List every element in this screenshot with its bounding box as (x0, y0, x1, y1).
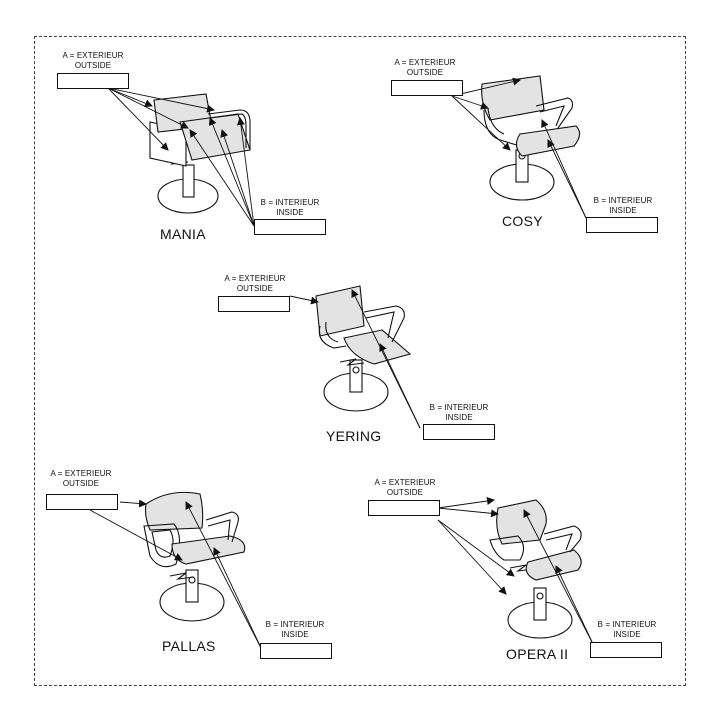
pallas-outside-field[interactable] (46, 494, 118, 510)
chair-name-cosy: COSY (502, 213, 543, 229)
chair-name-yering: YERING (326, 428, 382, 444)
chair-pallas-leaders (89, 499, 263, 651)
opera-ii-outside-label: A = EXTERIEUR (374, 478, 436, 487)
chair-mania-drawing (149, 93, 251, 214)
opera-ii-outside-field[interactable] (368, 500, 440, 516)
cosy-outside-sublabel: OUTSIDE (406, 68, 444, 77)
cosy-inside-sublabel: INSIDE (609, 206, 637, 215)
yering-outside-sublabel: OUTSIDE (236, 284, 274, 293)
yering-outside-label: A = EXTERIEUR (224, 274, 286, 283)
pallas-outside-label: A = EXTERIEUR (50, 469, 112, 478)
mania-inside-label: B = INTERIEUR (260, 198, 320, 207)
yering-inside-label: B = INTERIEUR (429, 403, 489, 412)
chair-opera-ii-leaders (437, 497, 595, 647)
cosy-outside-field[interactable] (391, 80, 463, 96)
mania-outside-sublabel: OUTSIDE (74, 61, 112, 70)
mania-inside-field[interactable] (254, 219, 326, 235)
opera-ii-outside-sublabel: OUTSIDE (386, 488, 424, 497)
chair-name-mania: MANIA (160, 226, 206, 242)
chair-cosy-drawing (481, 75, 581, 201)
chair-yering-leaders (289, 289, 421, 429)
chair-name-opera-ii: OPERA II (506, 646, 569, 662)
opera-ii-inside-sublabel: INSIDE (613, 630, 641, 639)
pallas-inside-sublabel: INSIDE (281, 630, 309, 639)
chair-opera-ii-drawing (489, 499, 582, 639)
diagram-frame (34, 36, 686, 686)
opera-ii-inside-label: B = INTERIEUR (597, 620, 657, 629)
mania-outside-field[interactable] (57, 73, 129, 89)
yering-inside-field[interactable] (423, 424, 495, 440)
pallas-inside-label: B = INTERIEUR (265, 620, 325, 629)
cosy-inside-field[interactable] (586, 217, 658, 233)
pallas-outside-sublabel: OUTSIDE (62, 479, 100, 488)
chair-yering-drawing (315, 285, 412, 412)
mania-inside-sublabel: INSIDE (276, 208, 304, 217)
chair-mania-leaders (107, 87, 255, 227)
yering-inside-sublabel: INSIDE (445, 413, 473, 422)
cosy-inside-label: B = INTERIEUR (593, 196, 653, 205)
chair-cosy-leaders (451, 77, 587, 219)
pallas-inside-field[interactable] (260, 643, 332, 659)
mania-outside-label: A = EXTERIEUR (62, 51, 124, 60)
cosy-outside-label: A = EXTERIEUR (394, 58, 456, 67)
chair-name-pallas: PALLAS (162, 638, 216, 654)
chair-pallas-drawing (143, 491, 246, 622)
yering-outside-field[interactable] (218, 296, 290, 312)
opera-ii-inside-field[interactable] (590, 642, 662, 658)
